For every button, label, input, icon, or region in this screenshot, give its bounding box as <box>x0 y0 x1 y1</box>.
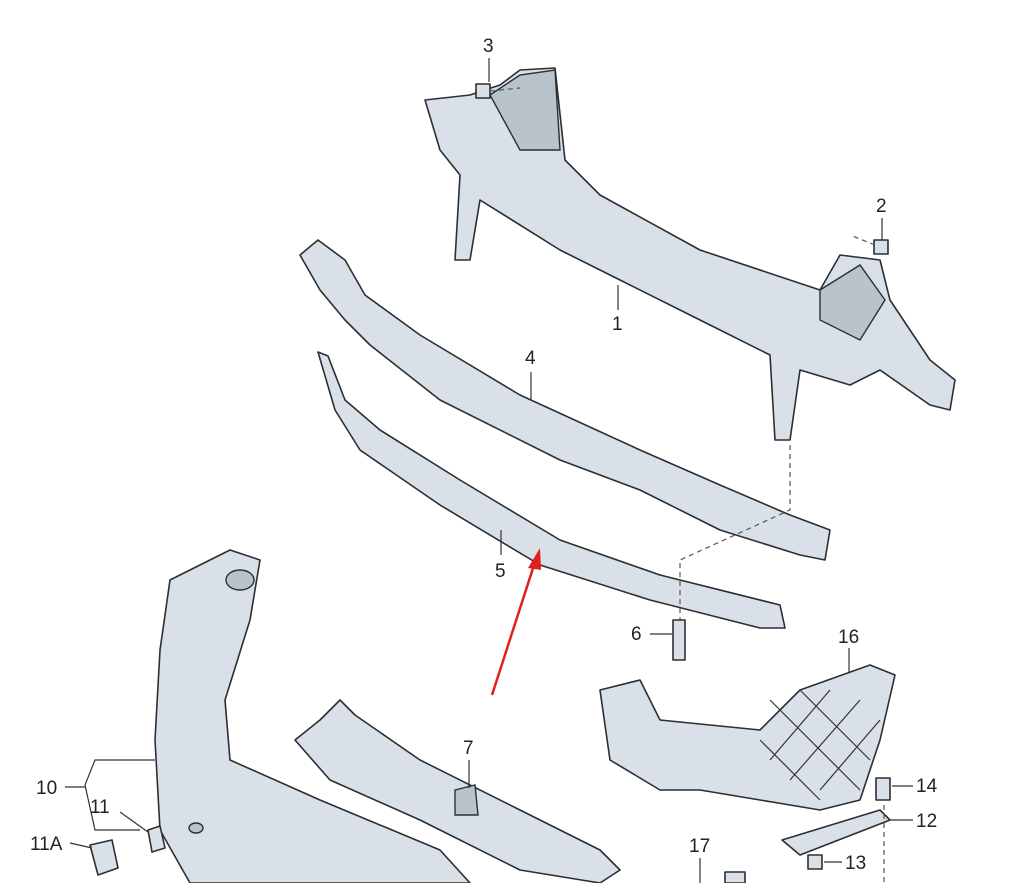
label-7: 7 <box>463 738 474 759</box>
label-1: 1 <box>612 314 623 335</box>
part-5-strip <box>317 351 786 629</box>
part-7-bracket <box>294 699 621 883</box>
part-6-clip <box>650 619 686 661</box>
label-6: 6 <box>631 624 642 645</box>
part-12-bracket <box>781 809 913 856</box>
part-11a-cap <box>69 839 119 876</box>
part-1-bumper-carrier <box>424 67 956 441</box>
label-16: 16 <box>838 627 859 648</box>
part-16-grille <box>599 648 896 811</box>
label-14: 14 <box>916 776 938 797</box>
label-2: 2 <box>876 196 887 217</box>
part-11-cap <box>119 811 166 853</box>
label-12: 12 <box>916 811 937 832</box>
label-17: 17 <box>689 836 710 857</box>
label-11: 11 <box>90 797 110 818</box>
red-arrow-indicator <box>490 548 541 696</box>
part-4-absorber <box>299 239 831 561</box>
part-2-bolt <box>849 218 889 255</box>
label-3: 3 <box>483 36 494 57</box>
label-13: 13 <box>845 853 866 874</box>
label-5: 5 <box>495 561 506 582</box>
part-17 <box>699 858 746 883</box>
part-10-bumper-cover <box>65 549 471 883</box>
part-13-nut <box>807 805 885 883</box>
label-4: 4 <box>525 348 536 369</box>
part-14-clip <box>875 777 913 801</box>
label-10: 10 <box>36 778 57 799</box>
part-3-bolt <box>475 58 521 99</box>
label-11a: 11A <box>30 834 63 855</box>
